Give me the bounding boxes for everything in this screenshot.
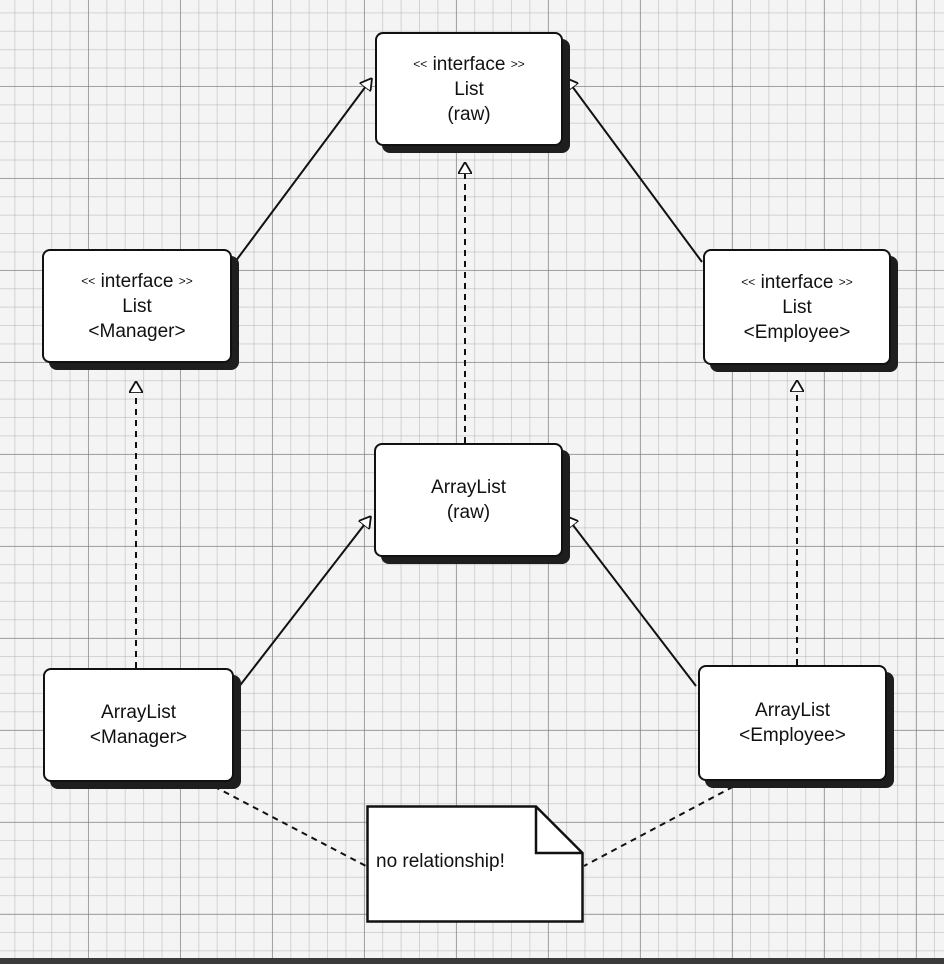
edge-arraylist-manager-to-arraylist-raw <box>237 516 371 689</box>
type-parameter: (raw) <box>447 103 491 125</box>
note-text: no relationship! <box>376 851 505 872</box>
class-name: ArrayList <box>101 702 176 723</box>
node-arraylist-employee: ArrayList <Employee> <box>698 665 887 781</box>
type-parameter: <Manager> <box>88 320 186 342</box>
class-name: List <box>454 78 484 100</box>
class-name: ArrayList <box>755 700 830 721</box>
class-name: ArrayList <box>431 477 506 498</box>
stereotype-label: << interface >> <box>413 53 525 75</box>
type-parameter: (raw) <box>446 502 491 523</box>
edge-list-manager-to-list-raw <box>234 78 372 263</box>
node-arraylist-manager: ArrayList <Manager> <box>43 668 234 782</box>
type-parameter: <Employee> <box>743 321 851 343</box>
type-parameter: <Employee> <box>739 725 846 746</box>
node-list-raw: << interface >> List (raw) <box>375 32 563 146</box>
node-arraylist-raw: ArrayList (raw) <box>374 443 563 557</box>
no-relationship-note: no relationship! <box>366 805 584 923</box>
edge-list-employee-to-list-raw <box>566 78 703 263</box>
stereotype-label: << interface >> <box>81 270 193 292</box>
class-name: List <box>782 296 812 318</box>
class-name: List <box>122 295 152 317</box>
edge-arraylist-employee-to-arraylist-raw <box>566 516 697 687</box>
stereotype-label: << interface >> <box>741 271 853 293</box>
node-list-manager: << interface >> List <Manager> <box>42 249 232 363</box>
note-folded-corner-shape <box>366 805 584 923</box>
note-anchor-right <box>583 765 773 867</box>
type-parameter: <Manager> <box>89 727 188 748</box>
note-anchor-left <box>174 765 367 867</box>
node-list-employee: << interface >> List <Employee> <box>703 249 891 365</box>
